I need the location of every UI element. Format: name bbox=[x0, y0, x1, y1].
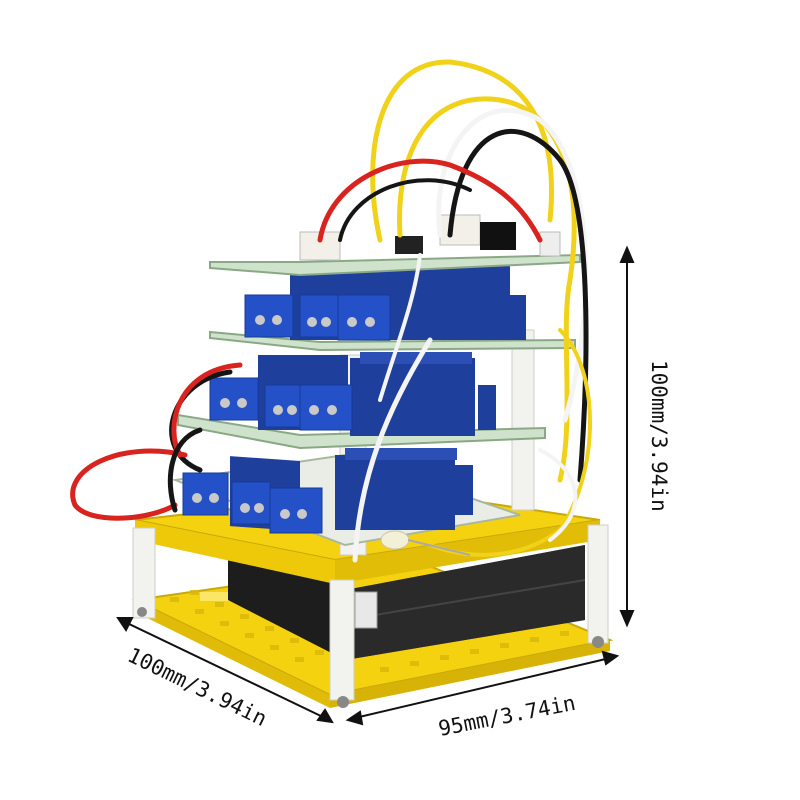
battery-box bbox=[228, 535, 586, 660]
led bbox=[380, 530, 471, 556]
pcb-top bbox=[209, 262, 576, 352]
height-dimension-label: 100mm/3.94in bbox=[647, 360, 671, 512]
dimension-arrows bbox=[116, 245, 635, 726]
width-dimension-label: 95mm/3.74in bbox=[436, 691, 577, 741]
pcb-bottom bbox=[171, 448, 521, 547]
controller-board bbox=[209, 214, 581, 277]
wires bbox=[70, 59, 592, 563]
